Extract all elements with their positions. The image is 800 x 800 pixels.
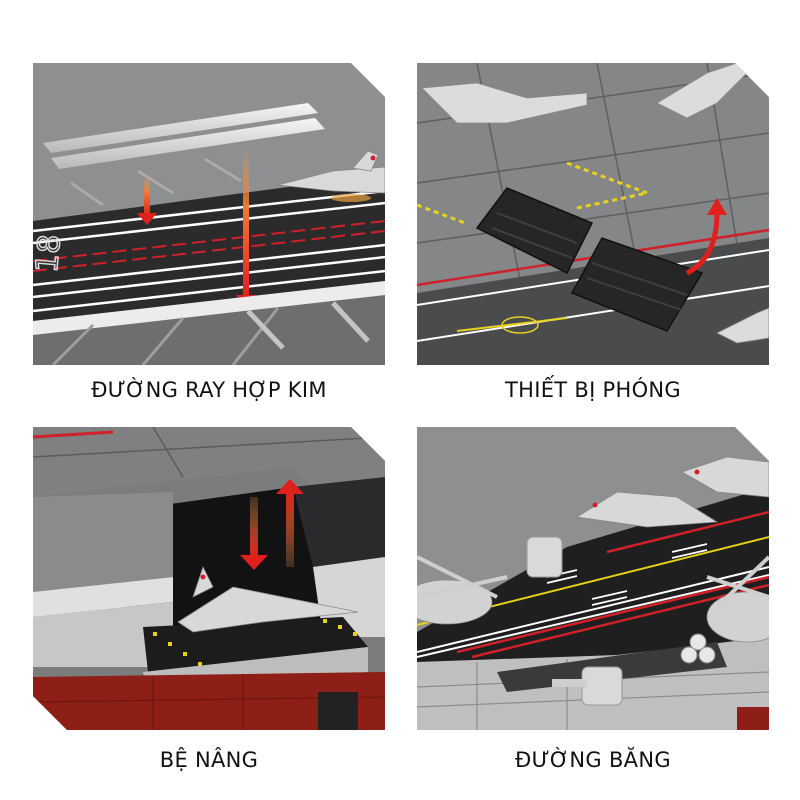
- caption-launch-device: THIẾT BỊ PHÓNG: [504, 378, 682, 402]
- launch-device-illustration: [417, 63, 769, 365]
- deck-number: 18: [33, 233, 68, 274]
- caption-alloy-rail: ĐƯỜNG RAY HỢP KIM: [91, 378, 327, 402]
- panel-alloy-rail: 18: [33, 63, 385, 365]
- panel-runway: [417, 427, 769, 730]
- panel-launch-device: [417, 63, 769, 365]
- runway-illustration: [417, 427, 769, 730]
- caption-lift-platform: BỆ NÂNG: [159, 748, 259, 772]
- caption-runway: ĐƯỜNG BĂNG: [515, 748, 671, 772]
- alloy-rail-illustration: 18: [33, 63, 385, 365]
- lift-platform-illustration: [33, 427, 385, 730]
- panel-lift-platform: [33, 427, 385, 730]
